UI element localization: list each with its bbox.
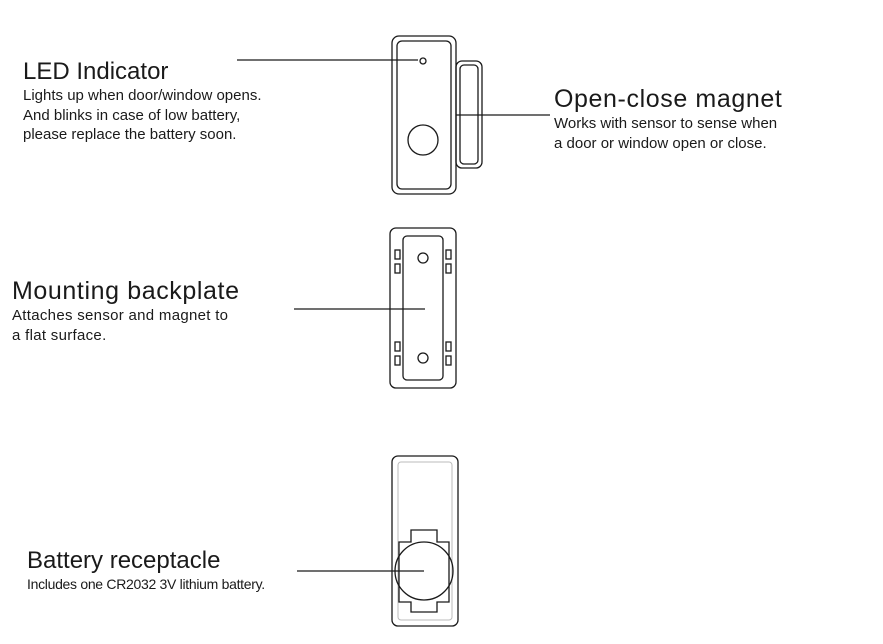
description-line: Lights up when door/window opens. <box>23 87 262 104</box>
description-line: Works with sensor to sense when <box>554 115 778 132</box>
description-line: a door or window open or close. <box>554 134 767 152</box>
sensor-body-inner <box>396 40 452 190</box>
clip-slot <box>445 355 452 366</box>
clip-slot <box>445 263 452 274</box>
magnet-title: Open-close magnet <box>554 85 783 113</box>
description-line: And blinks in case of low battery, <box>23 106 241 124</box>
clip-slot <box>445 249 452 260</box>
backplate-inner <box>402 235 444 381</box>
led-indicator-icon <box>419 57 427 65</box>
battery-housing <box>391 455 459 627</box>
description-line: Attaches sensor and magnet to <box>12 307 229 324</box>
description-line: Includes one CR2032 3V lithium battery. <box>27 576 265 592</box>
clip-slot <box>394 355 401 366</box>
clip-slot <box>394 263 401 274</box>
led-indicator-title: LED Indicator <box>23 58 169 85</box>
battery-holder <box>398 529 450 613</box>
backplate-body <box>389 227 457 389</box>
battery-callout: Battery receptacle Includes one CR2032 3… <box>27 546 265 595</box>
led-indicator-callout: LED Indicator Lights up when door/window… <box>23 57 262 145</box>
battery-housing-inner <box>397 461 453 621</box>
battery-description: Includes one CR2032 3V lithium battery. <box>27 575 265 595</box>
backplate-description: Attaches sensor and magnet to a flat sur… <box>12 306 240 345</box>
led-indicator-description: Lights up when door/window opens. And bl… <box>23 86 262 145</box>
description-line: please replace the battery soon. <box>23 126 237 143</box>
clip-slot <box>445 341 452 352</box>
backplate-callout: Mounting backplate Attaches sensor and m… <box>12 277 240 345</box>
backplate-title: Mounting backplate <box>12 277 240 305</box>
backplate-view <box>389 227 457 389</box>
clip-slot <box>394 249 401 260</box>
clip-slot <box>394 341 401 352</box>
magnet-callout: Open-close magnet Works with sensor to s… <box>554 85 782 153</box>
screw-hole-bottom-icon <box>417 352 429 364</box>
sensor-button-icon <box>407 124 439 156</box>
battery-compartment-view <box>391 455 459 627</box>
screw-hole-top-icon <box>417 252 429 264</box>
description-line: a flat surface. <box>12 326 107 344</box>
magnet-description: Works with sensor to sense when a door o… <box>554 114 782 153</box>
battery-title: Battery receptacle <box>27 547 221 574</box>
